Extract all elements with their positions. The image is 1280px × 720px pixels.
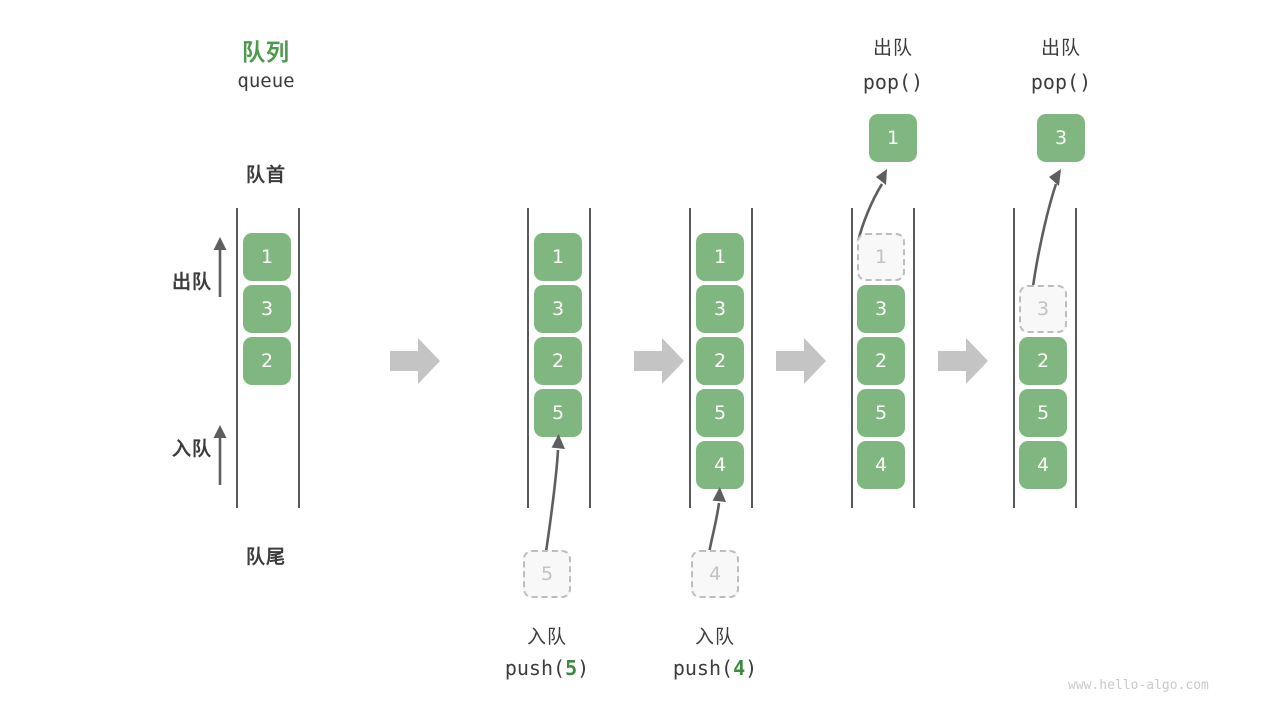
- push-label-cn-4: 入队: [694, 626, 735, 648]
- queue-rail-right-4: [913, 208, 915, 508]
- step-arrow-icon: [776, 338, 826, 384]
- push-label-code-5: push(5): [467, 656, 627, 680]
- queue-cell: 5: [1019, 389, 1067, 437]
- step-arrow-icon: [938, 338, 988, 384]
- queue-cell: 1: [243, 233, 291, 281]
- step-arrow-icon: [390, 338, 440, 384]
- queue-rail-right-1: [298, 208, 300, 508]
- queue-cell: 1: [534, 233, 582, 281]
- incoming-ghost-cell: 5: [523, 550, 571, 598]
- queue-cell: 4: [1019, 441, 1067, 489]
- pop-code-suffix: ): [911, 70, 924, 94]
- queue-cell: 3: [243, 285, 291, 333]
- tail-label: 队尾: [245, 546, 286, 568]
- queue-title-cn: 队列: [242, 40, 290, 66]
- queue-rail-left-5: [1013, 208, 1015, 508]
- queue-cell: 2: [243, 337, 291, 385]
- push-code-prefix: push(: [504, 656, 566, 680]
- push-label-cn-5: 入队: [526, 626, 567, 648]
- queue-cell: 5: [534, 389, 582, 437]
- popped-value-cell: 1: [869, 114, 917, 162]
- queue-cell: 5: [857, 389, 905, 437]
- outgoing-ghost-cell: 1: [857, 233, 905, 281]
- push-code-suffix: ): [745, 656, 758, 680]
- head-label: 队首: [245, 164, 286, 186]
- push-arrow-5: [528, 432, 578, 554]
- push-label-code-4: push(4): [635, 656, 795, 680]
- queue-cell: 2: [534, 337, 582, 385]
- pop-code-prefix: pop(: [1030, 70, 1080, 94]
- enqueue-direction-arrow: [210, 424, 230, 486]
- dequeue-indicator-label: 出队: [171, 271, 212, 293]
- queue-cell: 3: [857, 285, 905, 333]
- push-code-prefix: push(: [672, 656, 734, 680]
- queue-rail-left-3: [689, 208, 691, 508]
- step-arrow-icon: [634, 338, 684, 384]
- pop-label-cn-1: 出队: [872, 37, 913, 59]
- push-code-arg: 5: [565, 656, 578, 680]
- queue-cell: 2: [1019, 337, 1067, 385]
- pop-code-prefix: pop(: [862, 70, 912, 94]
- queue-rail-left-2: [527, 208, 529, 508]
- outgoing-ghost-cell: 3: [1019, 285, 1067, 333]
- enqueue-indicator-label: 入队: [171, 438, 212, 460]
- watermark: www.hello-algo.com: [1068, 678, 1209, 693]
- queue-cell: 2: [857, 337, 905, 385]
- push-code-arg: 4: [733, 656, 746, 680]
- popped-value-cell: 3: [1037, 114, 1085, 162]
- queue-cell: 3: [696, 285, 744, 333]
- push-code-suffix: ): [577, 656, 590, 680]
- pop-code-suffix: ): [1079, 70, 1092, 94]
- queue-rail-right-5: [1075, 208, 1077, 508]
- queue-cell: 4: [857, 441, 905, 489]
- pop-label-code-3: pop(): [1001, 70, 1121, 94]
- queue-cell: 3: [534, 285, 582, 333]
- queue-rail-left-4: [851, 208, 853, 508]
- queue-rail-right-2: [589, 208, 591, 508]
- dequeue-direction-arrow: [210, 236, 230, 298]
- incoming-ghost-cell: 4: [691, 550, 739, 598]
- pop-label-code-1: pop(): [833, 70, 953, 94]
- queue-rail-right-3: [751, 208, 753, 508]
- push-arrow-4: [693, 485, 737, 555]
- pop-arrow-3: [1018, 166, 1074, 296]
- queue-rail-left-1: [236, 208, 238, 508]
- queue-title-en: queue: [237, 70, 295, 92]
- queue-cell: 4: [696, 441, 744, 489]
- queue-cell: 5: [696, 389, 744, 437]
- queue-cell: 1: [696, 233, 744, 281]
- pop-label-cn-3: 出队: [1040, 37, 1081, 59]
- queue-cell: 2: [696, 337, 744, 385]
